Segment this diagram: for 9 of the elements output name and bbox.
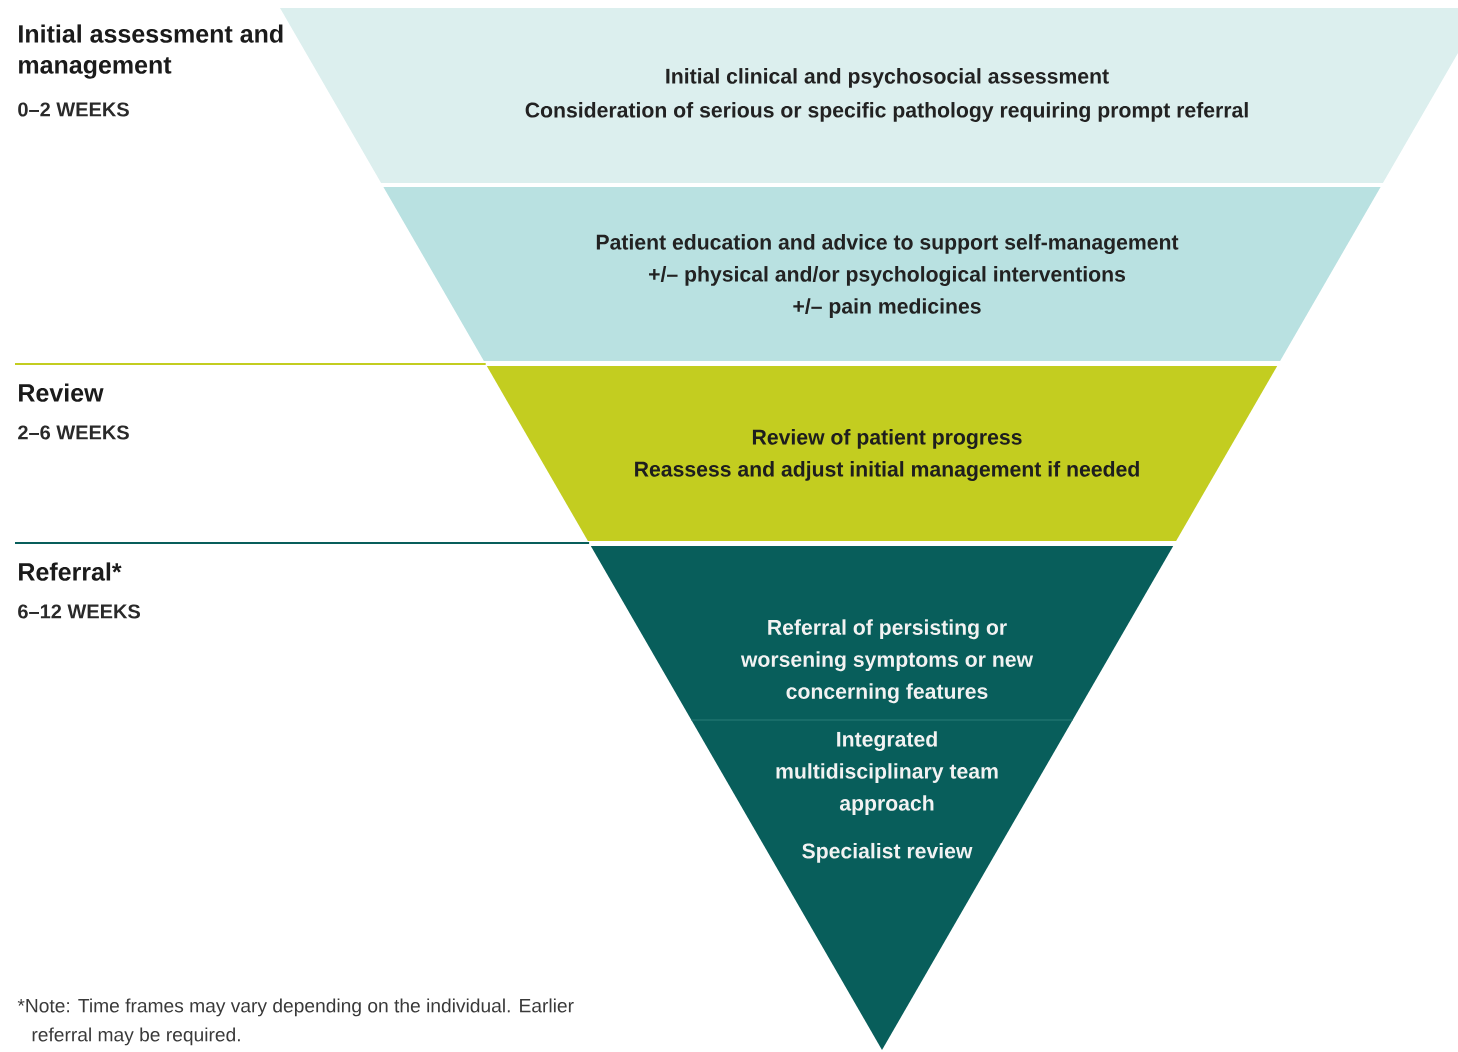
time-frame-label: 2–6 WEEKS — [18, 425, 129, 440]
stage-heading: Review — [19, 383, 104, 402]
pyramid-band: Referral of persisting or worsening symptoms or new concerning features Integrated multidisciplinary team approach Specialist review — [590, 546, 1174, 1050]
pyramid-band: Review of patient progress Reassess and adjust initial management if needed — [486, 366, 1278, 541]
stage-heading: Referral* — [19, 562, 122, 581]
time-frame-label: 0–2 WEEKS — [18, 102, 129, 117]
time-frame-label: 6–12 WEEKS — [18, 604, 140, 619]
pyramid-band: Patient education and advice to support self-management +/– physical and/or psychological interventions +/– pain medicines — [383, 187, 1381, 361]
stage-heading: Initial assessment and management — [19, 24, 283, 79]
